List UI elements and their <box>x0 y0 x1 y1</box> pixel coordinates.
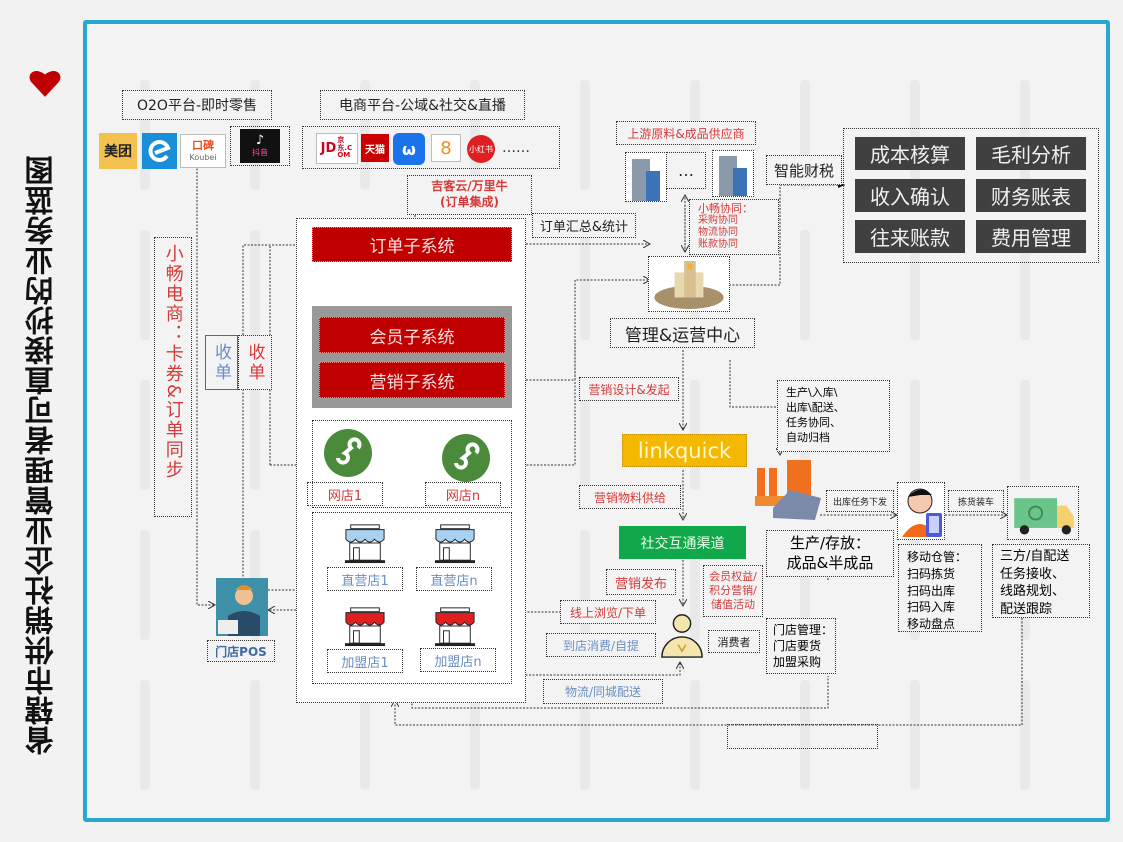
expense-management[interactable]: 费用管理 <box>976 220 1086 253</box>
store-pos[interactable]: 门店POS <box>207 640 275 662</box>
smart-tax-label: 智能财税 <box>766 155 842 185</box>
consumer-label: 消费者 <box>708 630 760 653</box>
linkquick-platform[interactable]: linkquick <box>622 434 747 467</box>
more-suppliers: … <box>666 152 706 189</box>
instore-pickup-label: 到店消费/自提 <box>546 633 656 657</box>
ecommerce-platform-label: 电商平台-公域&社交&直播 <box>320 90 525 120</box>
direct-store-1[interactable]: 直营店1 <box>327 567 403 591</box>
douyin-icon-box: ♪抖音 <box>230 126 290 166</box>
revenue-recognition[interactable]: 收入确认 <box>855 179 965 212</box>
accounts-receivable-payable[interactable]: 往来账款 <box>855 220 965 253</box>
mini-program-icon <box>442 434 490 482</box>
gross-profit-analysis[interactable]: 毛利分析 <box>976 137 1086 170</box>
xiaochang-sync-label: 小畅电商：卡券&订单同步 <box>154 237 192 517</box>
cost-accounting[interactable]: 成本核算 <box>855 137 965 170</box>
storefront-icon <box>343 522 387 564</box>
douyin-icon: ♪抖音 <box>240 129 280 163</box>
mini-program-icon <box>324 429 372 477</box>
kuaishou-icon: 8 <box>431 134 461 162</box>
finance-box <box>843 128 1099 263</box>
building-icon <box>625 152 667 202</box>
store-management-box: 门店管理：门店要货加盟采购 <box>766 618 836 674</box>
xiaochang-collab-box: 小畅协同： 采购协同 物流协同 账款协同 <box>689 199 779 255</box>
collect-order-blue: 收单 <box>205 335 238 390</box>
storefront-icon <box>343 605 387 647</box>
order-subsystem[interactable]: 订单子系统 <box>312 227 512 262</box>
physical-stores-box <box>312 512 512 684</box>
logistics-label: 物流/同城配送 <box>543 679 663 704</box>
financial-reports[interactable]: 财务账表 <box>976 179 1086 212</box>
ecommerce-icons-box <box>302 126 560 169</box>
eleme-icon <box>142 133 177 169</box>
xiaohongshu-icon: 小红书 <box>467 135 495 163</box>
production-flow-box: 生产\入库\出库\配送、任务协同、自动归档 <box>777 380 890 452</box>
marketing-publish-label: 营销发布 <box>606 569 676 595</box>
supplier-label: 上游原料&成品供应商 <box>616 121 756 145</box>
delivery-box: 三方/自配送任务接收、线路规划、配送跟踪 <box>992 544 1090 618</box>
direct-store-n[interactable]: 直营店n <box>416 567 492 591</box>
marketing-subsystem[interactable]: 营销子系统 <box>319 362 505 398</box>
meituan-icon: 美团 <box>99 133 137 169</box>
web-stores-box <box>312 420 512 508</box>
pick-load-label: 拣货装车 <box>948 490 1004 512</box>
franchise-store-1[interactable]: 加盟店1 <box>327 649 403 673</box>
hq-building-icon <box>648 256 730 312</box>
online-browse-label: 线上浏览/下单 <box>560 600 656 624</box>
factory-warehouse-icon <box>755 460 821 520</box>
storefront-icon <box>433 605 477 647</box>
o2o-platform-label: O2O平台-即时零售 <box>122 90 272 120</box>
social-channel[interactable]: 社交互通渠道 <box>619 526 746 559</box>
collect-order-red: 收单 <box>238 335 272 390</box>
weidian-icon: ω <box>393 133 425 165</box>
faint-label-box <box>727 724 878 749</box>
delivery-truck-icon <box>1007 486 1079 540</box>
tmall-icon: 天猫 <box>361 134 389 162</box>
production-storage-box: 生产/存放：成品&半成品 <box>766 530 894 577</box>
consumer-icon <box>661 614 703 658</box>
web-store-1[interactable]: 网店1 <box>307 482 383 506</box>
cashier-icon <box>216 578 268 636</box>
order-summary-label: 订单汇总&统计 <box>532 213 636 238</box>
marketing-design-label: 营销设计&发起 <box>579 377 679 401</box>
building-icon <box>712 150 754 197</box>
franchise-store-n[interactable]: 加盟店n <box>420 648 496 672</box>
marketing-material-label: 营销物料供给 <box>579 485 681 509</box>
management-center-label: 管理&运营中心 <box>610 318 755 348</box>
warehouse-keeper-icon <box>897 482 945 540</box>
storefront-icon <box>433 522 477 564</box>
member-rights-box: 会员权益/积分营销/储值活动 <box>703 565 763 617</box>
outbound-task-label: 出库任务下发 <box>826 490 894 512</box>
web-store-n[interactable]: 网店n <box>425 482 501 506</box>
heart-icon <box>29 70 61 97</box>
order-integration-box: 吉客云/万里牛(订单集成) <box>407 175 532 215</box>
member-subsystem[interactable]: 会员子系统 <box>319 317 505 353</box>
more-platforms: …… <box>502 140 530 156</box>
mobile-warehouse-box: 移动仓管：扫码拣货扫码出库扫码入库移动盘点 <box>898 544 982 632</box>
